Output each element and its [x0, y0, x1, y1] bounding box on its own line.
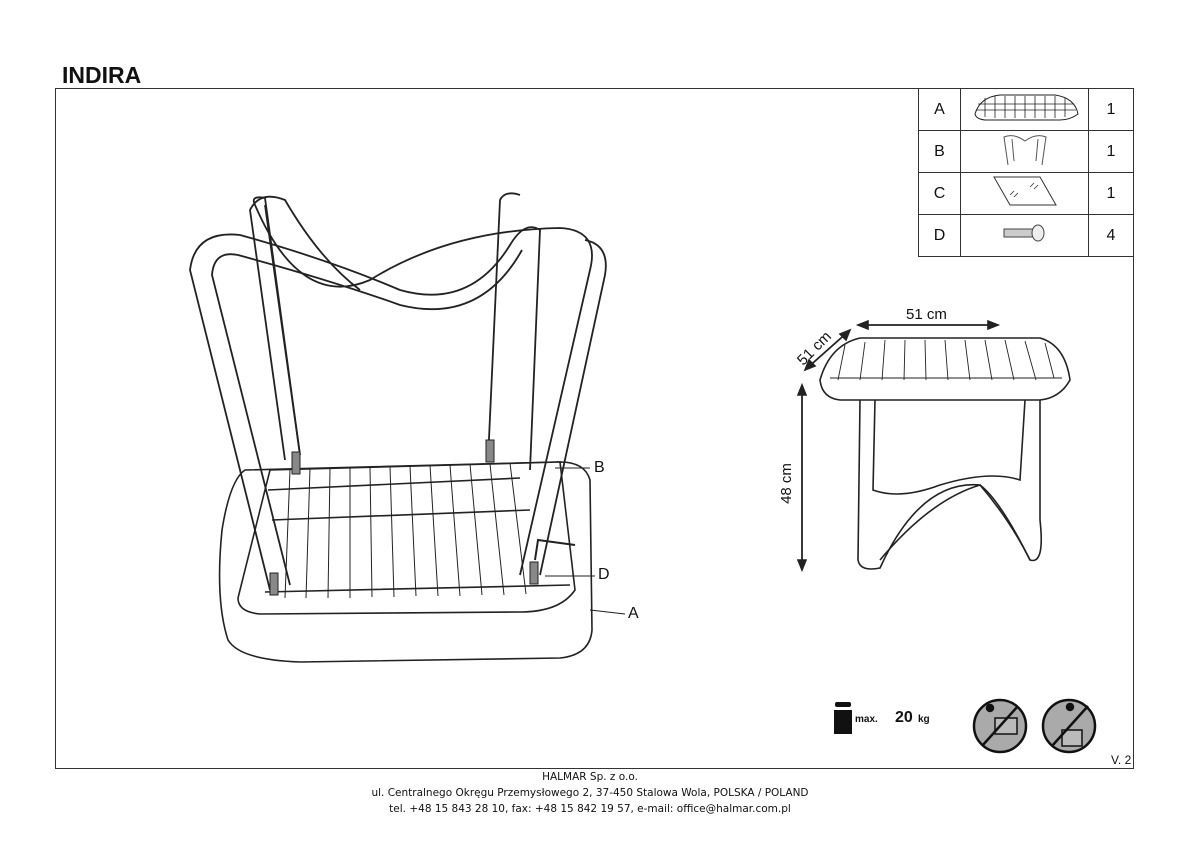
footer-address: ul. Centralnego Okręgu Przemysłowego 2, … — [371, 787, 809, 799]
part-quantity: 1 — [1088, 172, 1134, 215]
drawing-frame — [55, 88, 1134, 769]
footer-contact: tel. +48 15 843 28 10, fax: +48 15 842 1… — [389, 803, 791, 815]
frame-legs-icon — [960, 130, 1089, 173]
part-letter: D — [918, 214, 961, 257]
page-title: INDIRA — [62, 62, 142, 88]
max-load-label: max. — [855, 714, 878, 725]
width-dimension: 51 cm — [906, 306, 947, 323]
callout-a: A — [628, 605, 639, 622]
seat-a-drawing — [218, 461, 593, 663]
max-load-unit: kg — [918, 714, 930, 725]
legs-b-drawing — [189, 192, 607, 591]
callout-lines — [545, 467, 626, 615]
weight-icon — [834, 702, 852, 734]
footer-company: HALMAR Sp. z o.o. — [542, 771, 638, 783]
screw-icon — [960, 214, 1089, 257]
part-letter: A — [918, 88, 961, 131]
callout-d: D — [598, 566, 610, 583]
part-quantity: 4 — [1088, 214, 1134, 257]
no-climbing-icon — [972, 698, 1028, 754]
part-letter: C — [918, 172, 961, 215]
seat-icon — [960, 88, 1089, 131]
version-label: V. 2 — [1111, 753, 1132, 767]
hex-key-icon — [960, 172, 1089, 215]
screws-d-drawing — [269, 439, 576, 596]
callout-b: B — [594, 459, 605, 476]
footer: HALMAR Sp. z o.o. ul. Centralnego Okręgu… — [0, 769, 1180, 817]
max-load-value: 20 — [895, 709, 913, 726]
part-letter: B — [918, 130, 961, 173]
dimension-chair-drawing — [796, 319, 1071, 573]
height-dimension: 48 cm — [777, 463, 795, 504]
no-standing-icon — [1041, 698, 1097, 754]
part-quantity: 1 — [1088, 130, 1134, 173]
part-quantity: 1 — [1088, 88, 1134, 131]
